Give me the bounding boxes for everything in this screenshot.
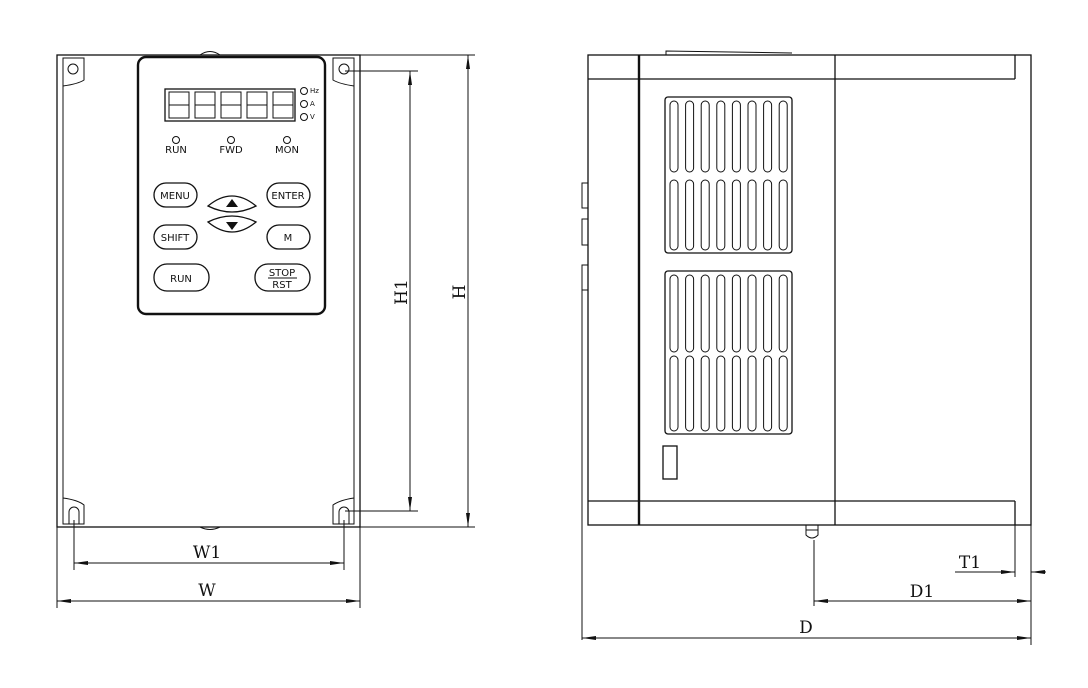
dim-h1: H1 [392,279,412,305]
dim-d1: D1 [910,582,934,602]
vent-slot [731,355,741,432]
vent-slot [669,355,679,432]
dim-w: W [198,581,216,601]
vent-slot [778,355,788,432]
up-key[interactable] [206,195,258,213]
mount-hole-icon [67,63,79,75]
vent-slot [669,100,679,173]
label-window [662,445,678,480]
svg-text:STOP: STOP [269,268,295,279]
vent-slot [731,179,741,251]
led-fwd: FWD [219,145,243,156]
svg-text:RUN: RUN [170,274,192,285]
vent-slot [747,179,757,251]
vent-slot [747,274,757,353]
indicator-v: V [310,113,315,121]
front-enclosure [56,54,361,528]
vent-slot [778,100,788,173]
led-mon: MON [275,145,299,156]
front-view: Hz A V RUN FWD MON MENU ENTER SHIFT M RU… [56,51,475,608]
vent-slot [669,179,679,251]
side-dimensions: T1 D1 D [582,525,1046,645]
mount-hole-icon [338,63,350,75]
vent-slot [700,355,710,432]
seven-segment-digits [168,91,294,119]
vent-slot [763,100,773,173]
enter-key[interactable]: ENTER [266,182,311,208]
svg-text:ENTER: ENTER [271,191,304,202]
shift-key[interactable]: SHIFT [153,224,198,250]
indicator-hz: Hz [310,87,319,95]
vent-slots [669,100,788,432]
vent-grille-upper [664,96,793,254]
vent-slot [700,100,710,173]
dim-h: H [450,285,470,300]
up-arrow-icon [226,199,238,207]
dim-w1: W1 [193,543,221,563]
vent-slot [763,274,773,353]
vent-slot [763,355,773,432]
mount-slot-icon [68,506,80,524]
vent-slot [716,274,726,353]
side-enclosure [587,54,1032,526]
vent-slot [778,179,788,251]
led-display [164,88,296,122]
svg-text:SHIFT: SHIFT [161,233,190,244]
mount-slot-icon [338,506,350,524]
vent-slot [685,355,695,432]
menu-key[interactable]: MENU [153,182,198,208]
vent-slot [763,179,773,251]
vent-slot [700,179,710,251]
keypad-panel: Hz A V RUN FWD MON MENU ENTER SHIFT M RU… [136,55,327,316]
vent-slot [747,355,757,432]
vent-slot [685,179,695,251]
front-dimensions: H1 H W1 W [56,54,475,608]
vent-slot [716,355,726,432]
led-run: RUN [165,145,187,156]
vent-slot [685,100,695,173]
dim-t1: T1 [959,553,981,573]
run-key[interactable]: RUN [153,263,210,292]
vent-slot [700,274,710,353]
down-arrow-icon [226,222,238,230]
vent-slot [716,179,726,251]
vent-slot [669,274,679,353]
indicator-a: A [310,100,315,108]
svg-text:MENU: MENU [160,191,190,202]
vent-slot [747,100,757,173]
svg-text:RST: RST [272,280,292,291]
ground-screw-icon [805,525,819,539]
vent-slot [731,100,741,173]
side-view: T1 D1 D [581,50,1046,645]
vent-slot [716,100,726,173]
vent-slot [685,274,695,353]
vent-slot [778,274,788,353]
svg-text:M: M [284,233,293,244]
vent-slot [731,274,741,353]
dim-d: D [799,618,813,638]
vent-grille-lower [664,270,793,435]
down-key[interactable] [206,215,258,233]
m-key[interactable]: M [266,224,311,250]
